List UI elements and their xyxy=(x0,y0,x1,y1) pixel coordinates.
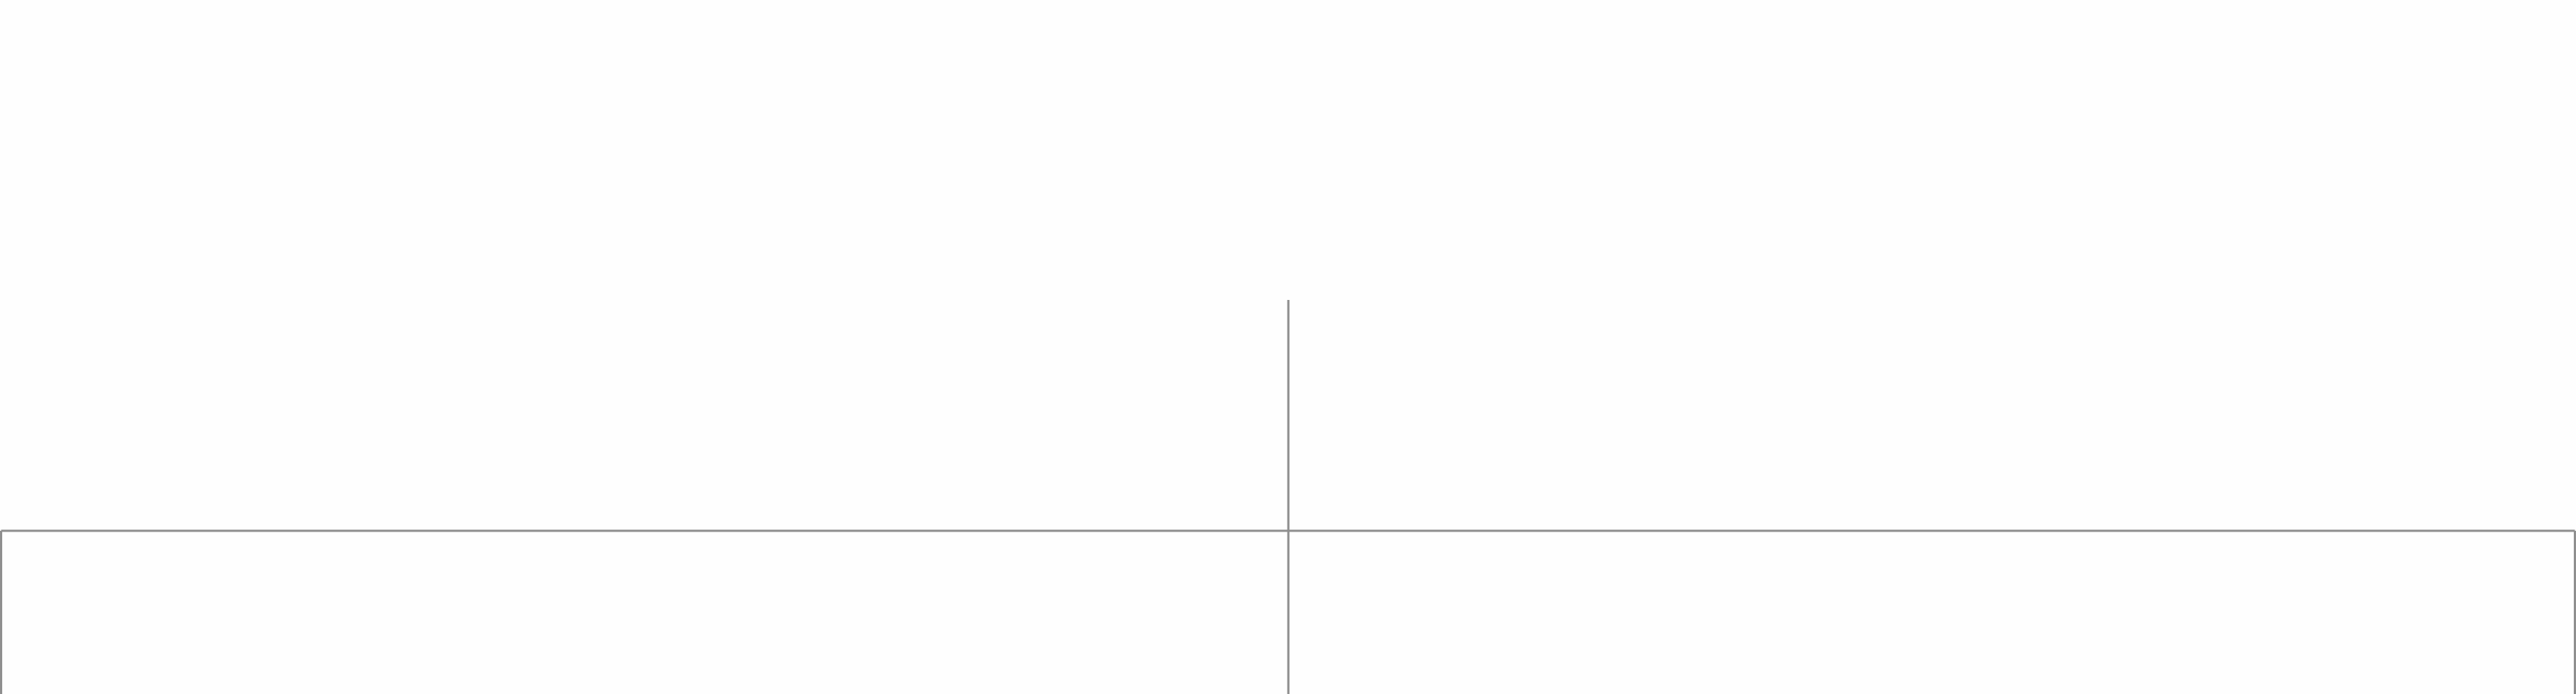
diagram-canvas xyxy=(0,300,2576,694)
tree-connector-lines xyxy=(0,300,2576,694)
